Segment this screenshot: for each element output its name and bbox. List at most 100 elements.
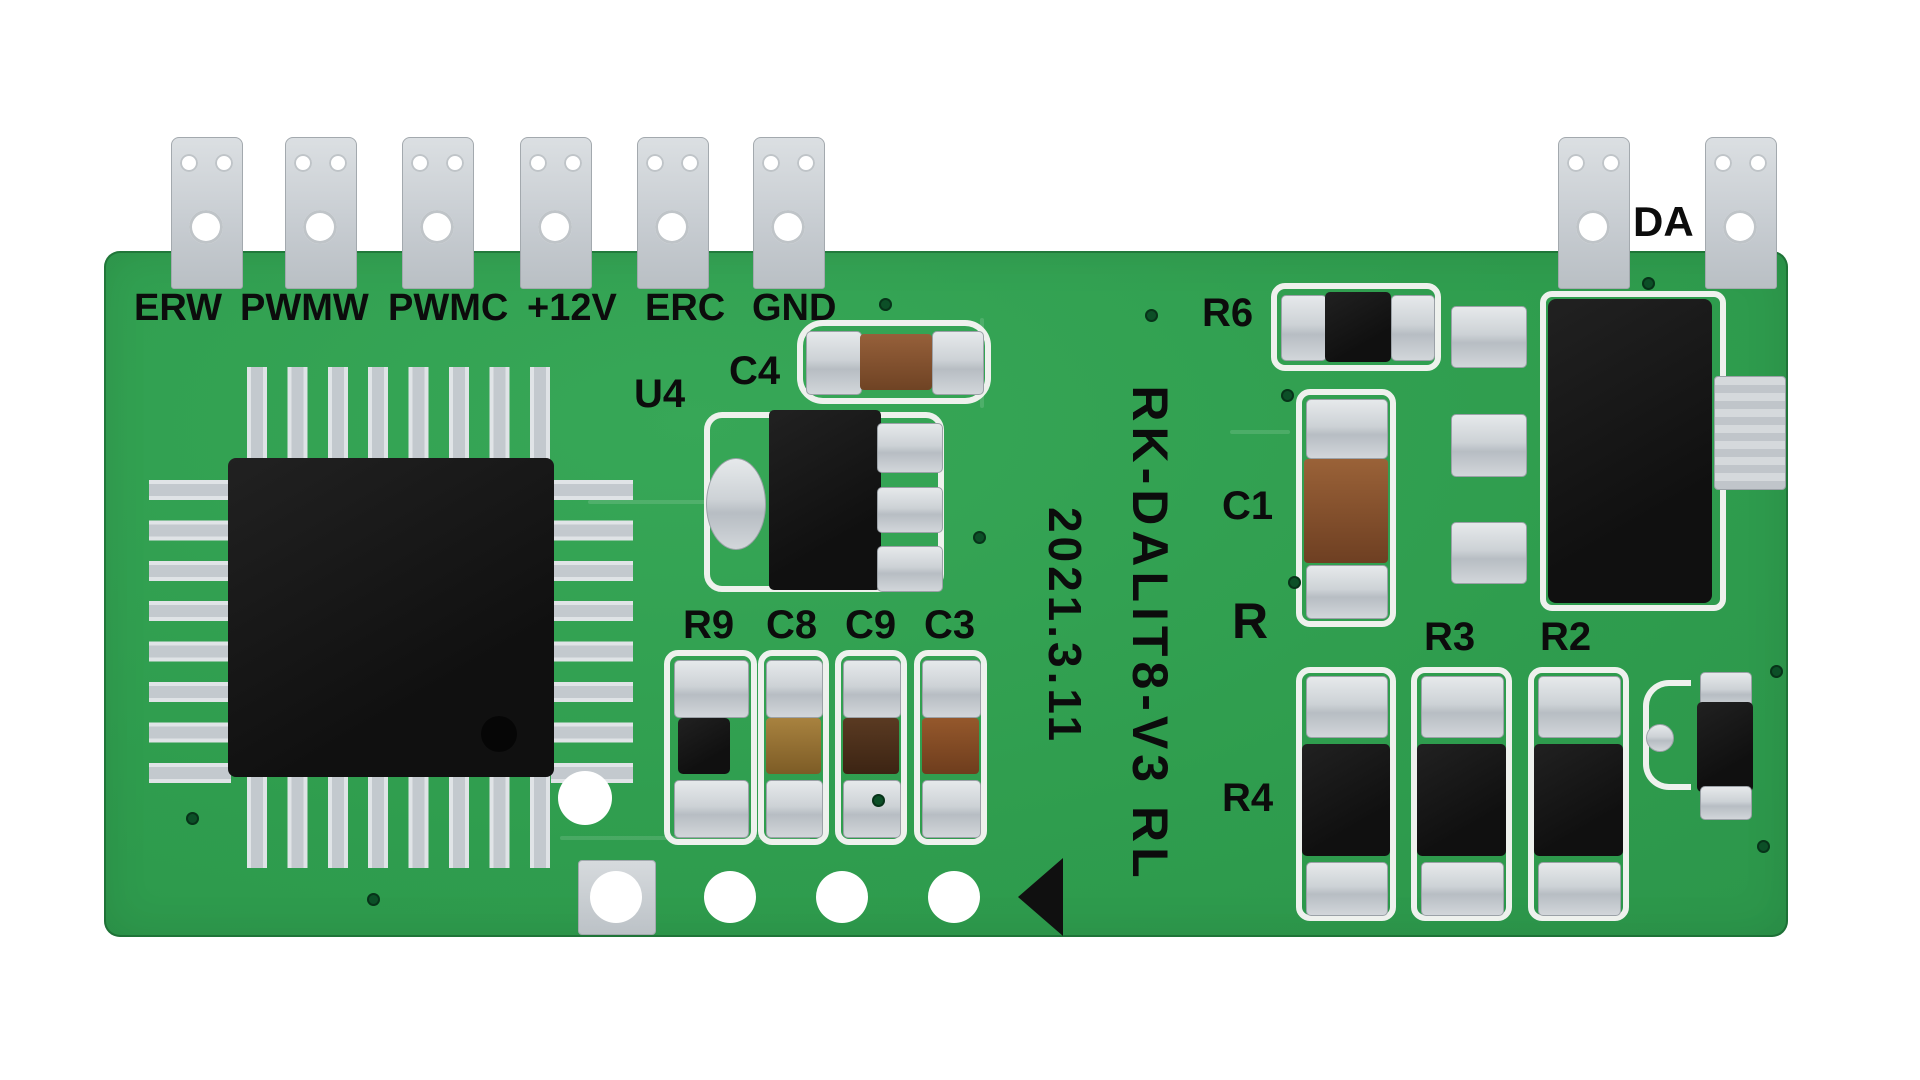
r2-body (1534, 744, 1623, 856)
connector-pad-erc (637, 137, 709, 289)
small-component-body (1697, 702, 1753, 792)
orientation-arrow (1018, 858, 1063, 936)
via (1757, 840, 1770, 853)
pin-label-erw: ERW (134, 287, 222, 329)
r9-body (678, 718, 730, 774)
r3-body (1417, 744, 1506, 856)
r2-outline (1528, 667, 1629, 921)
via (879, 298, 892, 311)
c4-pad-left (806, 331, 862, 395)
r9-outline (664, 650, 757, 845)
pad-hole-small (681, 154, 699, 172)
c9-pad-bottom (843, 780, 901, 838)
r9-label: R9 (683, 603, 735, 647)
c8-body (766, 718, 821, 774)
pad-hole-large (420, 210, 454, 244)
c1-body (1304, 459, 1388, 563)
u4-label: U4 (634, 372, 686, 416)
r6-outline (1271, 283, 1441, 371)
c8-pad-bottom (766, 780, 823, 838)
pin-label-erc: ERC (645, 287, 726, 329)
pad-hole-small (215, 154, 233, 172)
pad-hole-small (411, 154, 429, 172)
pad-hole-small (294, 154, 312, 172)
connector-pad-gnd (753, 137, 825, 289)
pad-hole-small (329, 154, 347, 172)
power-ic-pad (1451, 522, 1527, 584)
u4-tab-pad (706, 458, 766, 550)
power-ic-body (1548, 299, 1712, 603)
copper-trace (588, 500, 706, 504)
r4-pad-top (1306, 676, 1388, 738)
c9-body (843, 718, 899, 774)
c4-body (860, 334, 932, 390)
c8-label: C8 (766, 603, 818, 647)
pin-label-pwmw: PWMW (240, 287, 369, 329)
c8-outline (758, 650, 829, 845)
pad-hole-small (1714, 154, 1732, 172)
mounting-hole (704, 871, 756, 923)
pad-hole-small (1567, 154, 1585, 172)
r3-label: R3 (1424, 615, 1476, 659)
via (1770, 665, 1783, 678)
r4-label: R4 (1222, 776, 1274, 820)
mounting-hole (928, 871, 980, 923)
r-partial-label: R (1232, 593, 1269, 649)
mcu-leads-top (247, 367, 550, 463)
plated-hole (558, 771, 612, 825)
connector-pad-12v (520, 137, 592, 289)
r2-pad-bottom (1538, 862, 1621, 916)
c4-pad-right (932, 331, 984, 395)
r2-label: R2 (1540, 615, 1592, 659)
c9-outline (835, 650, 907, 845)
via (367, 893, 380, 906)
r3-outline (1411, 667, 1512, 921)
c8-pad-top (766, 660, 823, 718)
c4-label: C4 (729, 349, 781, 393)
pad-hole-large (655, 210, 689, 244)
u4-pad (877, 423, 943, 473)
r9-pad-bottom (674, 780, 749, 838)
u4-pad (877, 487, 943, 533)
mcu-leads-bottom (247, 772, 550, 868)
connector-pad-da-2 (1705, 137, 1777, 289)
u4-body (769, 410, 881, 590)
r6-pad-left (1281, 295, 1327, 361)
copper-trace (1230, 430, 1290, 434)
c3-label: C3 (924, 603, 976, 647)
r9-pad-top (674, 660, 749, 718)
c1-label: C1 (1222, 484, 1274, 528)
power-ic-pad (1451, 414, 1527, 477)
r3-pad-bottom (1421, 862, 1504, 916)
pad-hole-large (538, 210, 572, 244)
r6-body (1325, 292, 1391, 362)
power-ic-pad (1451, 306, 1527, 368)
c1-pad-top (1306, 399, 1388, 459)
via (1281, 389, 1294, 402)
u4-pad (877, 546, 943, 592)
pad-hole-small (762, 154, 780, 172)
c3-pad-top (922, 660, 981, 718)
mounting-hole (816, 871, 868, 923)
connector-pad-erw (171, 137, 243, 289)
pad-hole-small (446, 154, 464, 172)
pad-hole-small (180, 154, 198, 172)
small-component-pad-bottom (1700, 786, 1752, 820)
c3-outline (914, 650, 987, 845)
pad-hole-large (303, 210, 337, 244)
mcu-pin1-dot (481, 716, 517, 752)
mcu-leads-right (551, 480, 633, 783)
r4-outline (1296, 667, 1396, 921)
r4-body (1302, 744, 1390, 856)
via (872, 794, 885, 807)
r6-label: R6 (1202, 291, 1254, 335)
pad-hole-small (646, 154, 664, 172)
connector-pad-pwmc (402, 137, 474, 289)
pin-label-pwmc: PWMC (388, 287, 509, 329)
